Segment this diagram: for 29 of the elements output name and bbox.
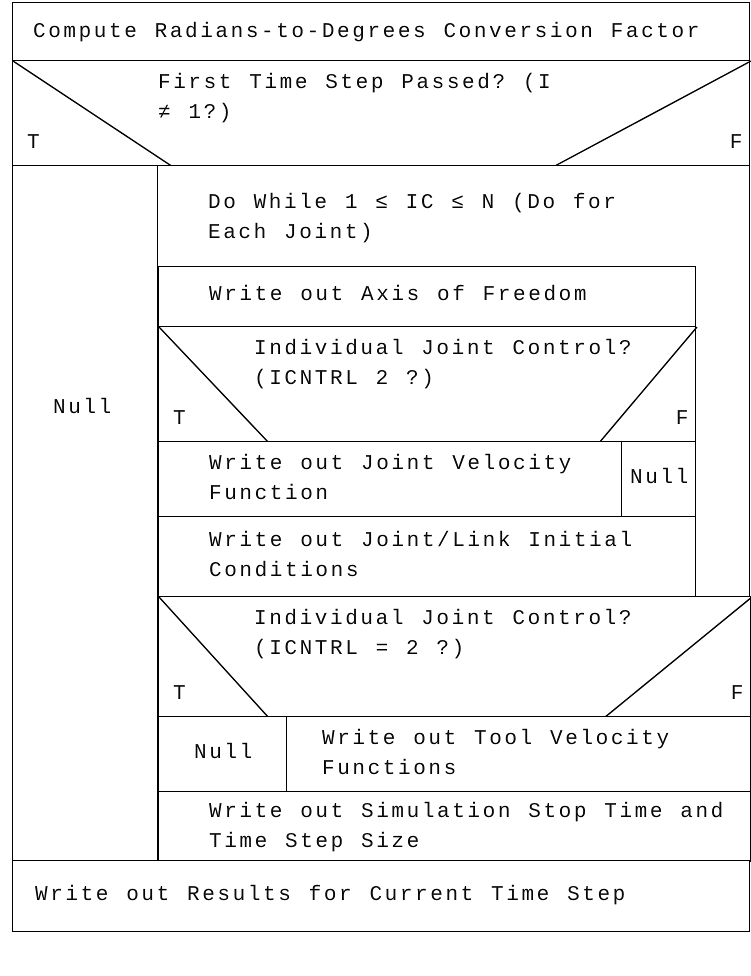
process-box (158, 516, 696, 597)
step-text: Write out Tool Velocity Functions (322, 727, 673, 783)
step-text: Write out Axis of Freedom (209, 283, 590, 309)
step-text: Compute Radians-to-Degrees Conversion Factor (33, 20, 703, 46)
decision-box (158, 596, 751, 717)
branch-label: F (730, 682, 746, 708)
process-box (12, 860, 750, 932)
condition-text: Individual Joint Control? (ICNTRL = 2 ?) (254, 607, 636, 663)
step-text: Null (53, 396, 115, 422)
step-text: Write out Joint/Link Initial Conditions (209, 529, 636, 585)
branch-label: F (730, 131, 745, 157)
branch-label: T (173, 407, 188, 433)
step-text: Write out Simulation Stop Time and Time Step Size (209, 800, 727, 856)
branch-label: F (676, 407, 691, 433)
loop-condition-text: Do While 1 ≤ IC ≤ N (Do for Each Joint) (208, 191, 620, 247)
branch-label: T (27, 131, 42, 157)
decision-box (158, 326, 696, 442)
condition-text: First Time Step Passed? (I ≠ 1?) (158, 71, 554, 127)
branch-label: T (173, 682, 188, 708)
process-box (158, 791, 751, 862)
step-text: Null (194, 741, 256, 767)
step-text: Null (630, 466, 690, 492)
decision-box (12, 60, 750, 166)
step-text: Write out Joint Velocity Function (209, 452, 575, 508)
process-box (12, 2, 750, 62)
step-text: Write out Results for Current Time Step (35, 883, 629, 909)
loop-box (157, 165, 750, 861)
condition-text: Individual Joint Control? (ICNTRL 2 ?) (254, 337, 636, 393)
process-box (158, 266, 696, 327)
